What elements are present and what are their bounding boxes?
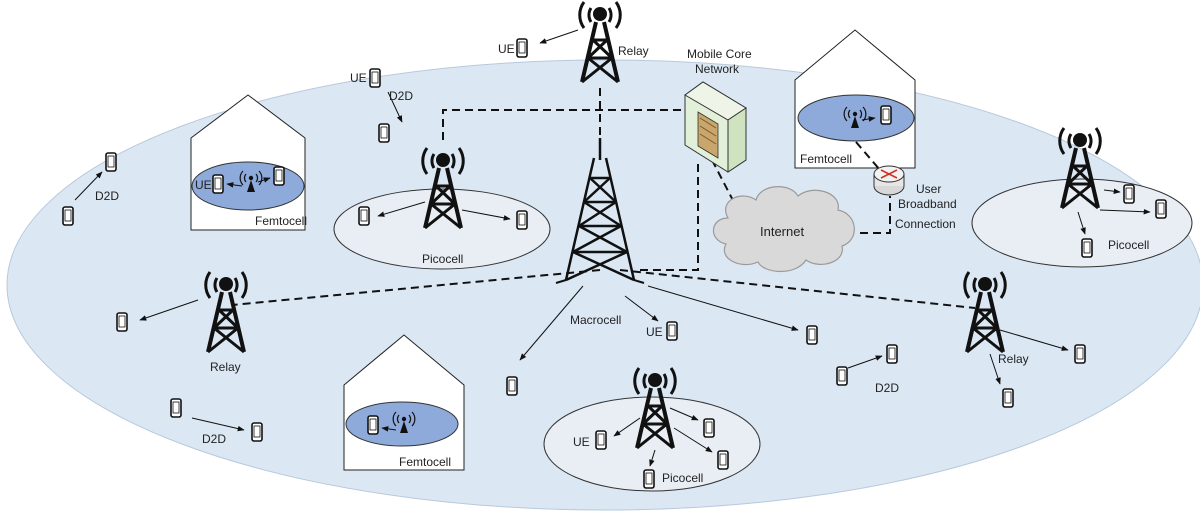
mobile-phone-icon	[1155, 199, 1167, 219]
mobile-phone-icon	[170, 398, 182, 418]
user-broadband-label-line1: User	[916, 182, 941, 196]
mobile-phone-icon	[1123, 184, 1135, 204]
user-broadband-label-line2: Broadband	[898, 197, 957, 211]
ue-label: UE	[498, 42, 515, 56]
femtocell-house-bottom: Femtocell	[343, 334, 465, 471]
mobile-phone-icon	[367, 415, 379, 435]
mobile-core-network-label-line2: Network	[695, 62, 740, 76]
femtocell-bottom-area	[345, 401, 459, 447]
d2d-label: D2D	[389, 89, 413, 103]
mobile-phone-icon	[506, 376, 518, 396]
picocell-left-area	[333, 188, 551, 270]
mobile-phone-icon	[717, 450, 729, 470]
mobile-phone-icon	[212, 174, 224, 194]
ue-label: UE	[195, 178, 212, 192]
femtocell-house-top-right: Femtocell	[794, 29, 916, 169]
mobile-phone-icon	[886, 344, 898, 364]
femtocell-house-left: UE Femtocell	[190, 94, 307, 231]
mobile-phone-icon	[666, 321, 678, 341]
mobile-phone-icon	[643, 469, 655, 489]
mobile-phone-icon	[116, 312, 128, 332]
femtocell-label: Femtocell	[255, 214, 307, 228]
d2d-label: D2D	[875, 381, 899, 395]
mobile-phone-icon	[251, 422, 263, 442]
mobile-phone-icon	[1002, 388, 1014, 408]
mobile-phone-icon	[105, 152, 117, 172]
d2d-label: D2D	[202, 432, 226, 446]
mobile-phone-icon	[880, 105, 892, 125]
d2d-label: D2D	[95, 189, 119, 203]
user-broadband-label-line3: Connection	[895, 217, 956, 231]
ue-label: UE	[573, 435, 590, 449]
macrocell-label: Macrocell	[570, 313, 621, 327]
picocell-label: Picocell	[662, 471, 703, 485]
mobile-phone-icon	[62, 206, 74, 226]
relay-label: Relay	[998, 352, 1029, 366]
mobile-phone-icon	[369, 68, 381, 88]
relay-label: Relay	[618, 44, 649, 58]
mobile-phone-icon	[378, 123, 390, 143]
internet-label: Internet	[760, 224, 804, 239]
mobile-phone-icon	[273, 166, 285, 186]
mobile-phone-icon	[595, 430, 607, 450]
macrocell-tower-icon	[555, 138, 645, 284]
ue-label: UE	[350, 71, 367, 85]
mobile-core-network-label-line1: Mobile Core	[687, 47, 752, 61]
mobile-phone-icon	[806, 325, 818, 345]
relay-label: Relay	[210, 360, 241, 374]
mobile-phone-icon	[516, 210, 528, 230]
picocell-label: Picocell	[422, 252, 463, 266]
mobile-phone-icon	[703, 418, 715, 438]
link-arrows	[74, 29, 1151, 467]
mobile-phone-icon	[358, 206, 370, 226]
server-icon	[684, 81, 747, 173]
femtocell-label: Femtocell	[800, 152, 852, 166]
mobile-phone-icon	[1074, 344, 1086, 364]
mobile-phone-icon	[516, 38, 528, 58]
femtocell-label: Femtocell	[399, 455, 451, 469]
cloud-icon	[712, 186, 855, 272]
picocell-label: Picocell	[1108, 238, 1149, 252]
mobile-phone-icon	[1081, 238, 1093, 258]
backhaul-links	[231, 88, 976, 309]
router-icon	[873, 165, 905, 196]
mobile-phone-icon	[836, 366, 848, 386]
femtocell-top-right-area	[797, 94, 915, 142]
ue-label: UE	[646, 325, 663, 339]
